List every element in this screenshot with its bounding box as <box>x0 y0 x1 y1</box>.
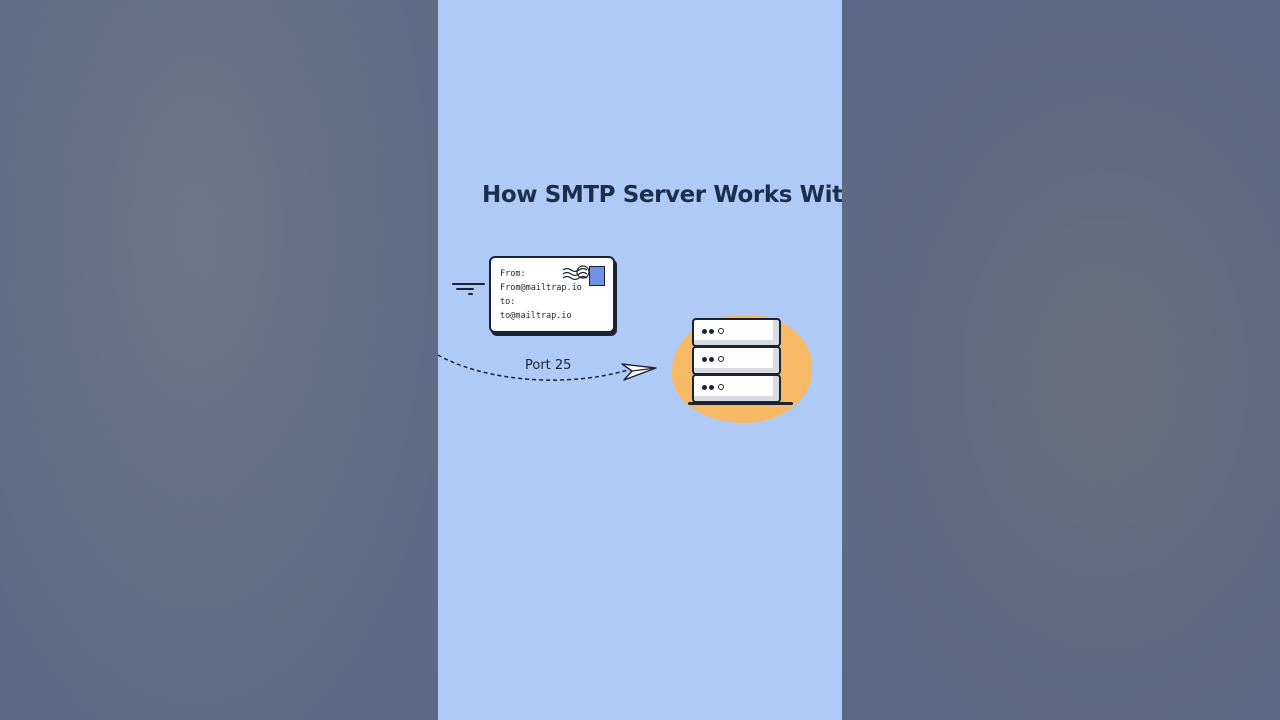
envelope-from-label: From: <box>500 269 526 279</box>
blurred-right-background <box>842 0 1280 720</box>
envelope-to-address: to@mailtrap.io <box>500 311 572 321</box>
server-unit <box>692 318 781 347</box>
motion-line <box>452 283 485 285</box>
server-unit <box>692 374 781 403</box>
flight-path <box>438 354 657 381</box>
motion-line <box>468 293 473 295</box>
server-base-line <box>688 402 793 405</box>
motion-line <box>456 288 474 290</box>
envelope-from-address: From@mailtrap.io <box>500 283 582 293</box>
envelope-to-label: to: <box>500 297 516 307</box>
stamp-icon <box>589 266 605 286</box>
video-title: How SMTP Server Works Witho <box>482 182 842 208</box>
envelope-icon: From: From@mailtrap.io to: to@mailtrap.i… <box>489 256 615 333</box>
port-label: Port 25 <box>525 358 572 373</box>
postmark-icon <box>562 265 590 281</box>
server-unit <box>692 346 781 375</box>
blurred-left-background <box>0 0 438 720</box>
video-frame: How SMTP Server Works Witho From: From@m… <box>438 0 842 720</box>
paper-plane-icon <box>621 363 657 381</box>
